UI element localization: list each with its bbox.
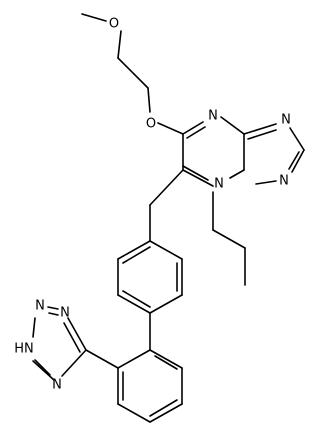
- tetrazole-link-bond: [85, 349, 119, 369]
- triazole-nitrogen-top-label: N: [281, 113, 291, 128]
- bond: [149, 403, 183, 423]
- pyrimidine-ring: [182, 116, 245, 187]
- bond: [117, 403, 151, 423]
- bond: [48, 312, 59, 316]
- bond: [154, 355, 178, 370]
- tetrazole-nitrogen-2-label: N: [60, 306, 70, 321]
- bond: [122, 246, 151, 264]
- methoxy-oxygen-label: O: [109, 17, 119, 32]
- bond: [149, 399, 178, 417]
- propyl-chain: [212, 191, 246, 286]
- ether-oxygen-label: O: [146, 117, 156, 132]
- methylene-linker: [149, 169, 184, 242]
- bond: [117, 349, 151, 369]
- bond: [212, 229, 246, 249]
- upper-benzene-ring: [117, 240, 183, 314]
- bond: [32, 317, 36, 338]
- bridgehead-nitrogen-label: N: [214, 177, 224, 192]
- bond: [289, 127, 305, 151]
- bond: [32, 360, 55, 381]
- bond: [63, 322, 81, 353]
- bond: [149, 240, 183, 260]
- bond: [186, 126, 206, 139]
- methoxyethoxy-chain: [81, 13, 184, 135]
- tetrazole-nitrogen-3-label: N: [52, 378, 62, 393]
- bond: [34, 359, 51, 376]
- lower-benzene-ring: [117, 349, 183, 423]
- bond: [182, 169, 214, 187]
- pyrimidine-nitrogen-label: N: [208, 109, 218, 124]
- bond: [117, 240, 151, 260]
- bond: [182, 121, 204, 135]
- bond: [157, 122, 184, 135]
- bond: [117, 57, 149, 89]
- bond: [67, 317, 87, 351]
- bond: [243, 123, 277, 135]
- bond: [149, 169, 184, 206]
- bond: [149, 349, 183, 369]
- triazole-ring: [243, 123, 305, 185]
- bond: [291, 149, 305, 173]
- tetrazole-nh-label: HN: [14, 342, 34, 357]
- triazole-nitrogen-bottom-label: N: [279, 174, 289, 189]
- bond: [182, 165, 209, 181]
- bond: [117, 294, 151, 314]
- tetrazole-ring: [32, 306, 87, 381]
- bond: [229, 169, 245, 179]
- tetrazole-nitrogen-1-label: N: [35, 299, 45, 314]
- bond: [149, 294, 183, 314]
- bond: [247, 129, 277, 140]
- bond: [117, 30, 122, 59]
- bond: [288, 151, 300, 170]
- bond: [147, 87, 151, 113]
- bond: [220, 116, 245, 135]
- bond: [255, 180, 277, 185]
- bond: [47, 306, 59, 310]
- bond: [81, 13, 107, 22]
- bond: [61, 349, 87, 377]
- bond: [122, 290, 151, 308]
